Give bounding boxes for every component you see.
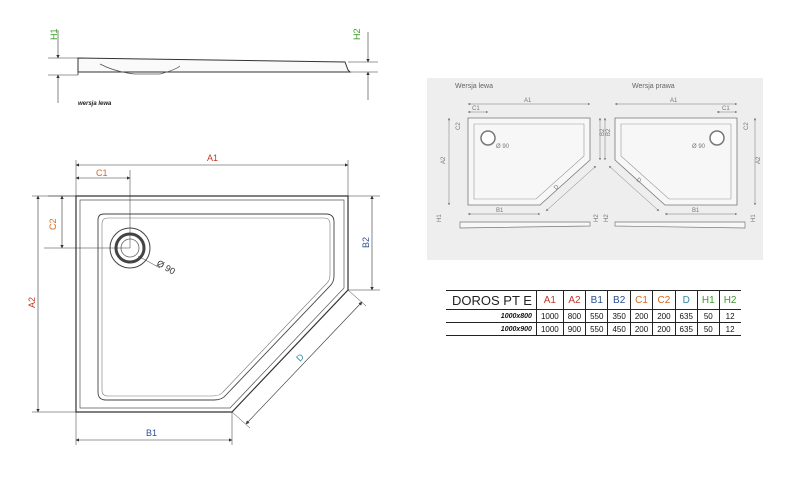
value-cell: 12 <box>718 322 741 336</box>
value-cell: 200 <box>652 322 676 336</box>
column-header-h2: H2 <box>718 290 741 310</box>
value-cell: 12 <box>718 309 741 323</box>
column-header-b2: B2 <box>607 290 631 310</box>
variant-right-c1: C1 <box>722 106 730 112</box>
variant-right-h2: H2 <box>604 214 610 222</box>
variant-left-b1: B1 <box>496 208 504 214</box>
value-cell: 450 <box>607 322 631 336</box>
variant-right-drain: Ø 90 <box>692 144 706 150</box>
value-cell: 550 <box>585 322 608 336</box>
size-cell: 1000x900 <box>446 322 537 336</box>
column-header-b1: B1 <box>585 290 608 310</box>
variant-right: Wersja prawa A1 C1 Ø 90 C2 A2 B2 D B1 H2… <box>603 83 762 229</box>
value-cell: 635 <box>674 309 698 323</box>
variant-left-h2: H2 <box>594 214 600 222</box>
variant-right-b1: B1 <box>692 208 700 214</box>
variant-right-a2: A2 <box>756 156 762 164</box>
b2-label: B2 <box>361 237 371 248</box>
value-cell: 50 <box>696 322 720 336</box>
value-cell: 550 <box>585 309 608 323</box>
value-cell: 200 <box>629 322 653 336</box>
side-view-caption: wersja lewa <box>78 101 112 107</box>
variant-left: Wersja lewa A1 C1 Ø 90 C2 A2 B2 D B1 H1 … <box>437 83 606 229</box>
variant-right-b2: B2 <box>606 128 612 136</box>
column-header-a2: A2 <box>562 290 586 310</box>
variant-left-title: Wersja lewa <box>455 83 493 90</box>
d-label: D <box>294 351 306 363</box>
variant-right-a1: A1 <box>670 98 678 104</box>
value-cell: 50 <box>696 309 720 323</box>
c1-label: C1 <box>96 168 108 178</box>
a2-label: A2 <box>27 297 37 308</box>
variant-right-title: Wersja prawa <box>632 83 675 90</box>
variant-left-c1: C1 <box>472 106 480 112</box>
variant-left-b2: B2 <box>600 128 606 136</box>
variant-right-h1: H1 <box>751 214 757 222</box>
column-header-a1: A1 <box>535 290 564 310</box>
side-profile-view: H1 H2 wersja lewa <box>48 28 378 107</box>
value-cell: 635 <box>674 322 698 336</box>
value-cell: 1000 <box>535 322 564 336</box>
b1-label: B1 <box>146 428 157 438</box>
variants-panel: Wersja lewa A1 C1 Ø 90 C2 A2 B2 D B1 H1 … <box>427 78 763 260</box>
column-header-c1: C1 <box>629 290 653 310</box>
value-cell: 350 <box>607 309 631 323</box>
h1-label: H1 <box>49 28 59 40</box>
model-name: DOROS PT E <box>446 290 537 310</box>
variant-right-c2: C2 <box>744 122 750 130</box>
main-plan-view: Ø 90 A1 C1 C2 A2 B2 B1 D <box>27 153 380 445</box>
variant-left-drain: Ø 90 <box>496 144 510 150</box>
value-cell: 200 <box>629 309 653 323</box>
variant-left-a2: A2 <box>441 156 447 164</box>
variant-left-c2: C2 <box>456 122 462 130</box>
value-cell: 200 <box>652 309 676 323</box>
column-header-d: D <box>674 290 698 310</box>
h2-label: H2 <box>352 28 362 40</box>
variant-left-h1: H1 <box>437 214 443 222</box>
size-cell: 1000x800 <box>446 309 537 323</box>
column-header-c2: C2 <box>652 290 676 310</box>
value-cell: 1000 <box>535 309 564 323</box>
a1-label: A1 <box>207 153 218 163</box>
value-cell: 900 <box>562 322 586 336</box>
column-header-h1: H1 <box>696 290 720 310</box>
variant-left-a1: A1 <box>524 98 532 104</box>
c2-label: C2 <box>48 218 58 230</box>
value-cell: 800 <box>562 309 586 323</box>
